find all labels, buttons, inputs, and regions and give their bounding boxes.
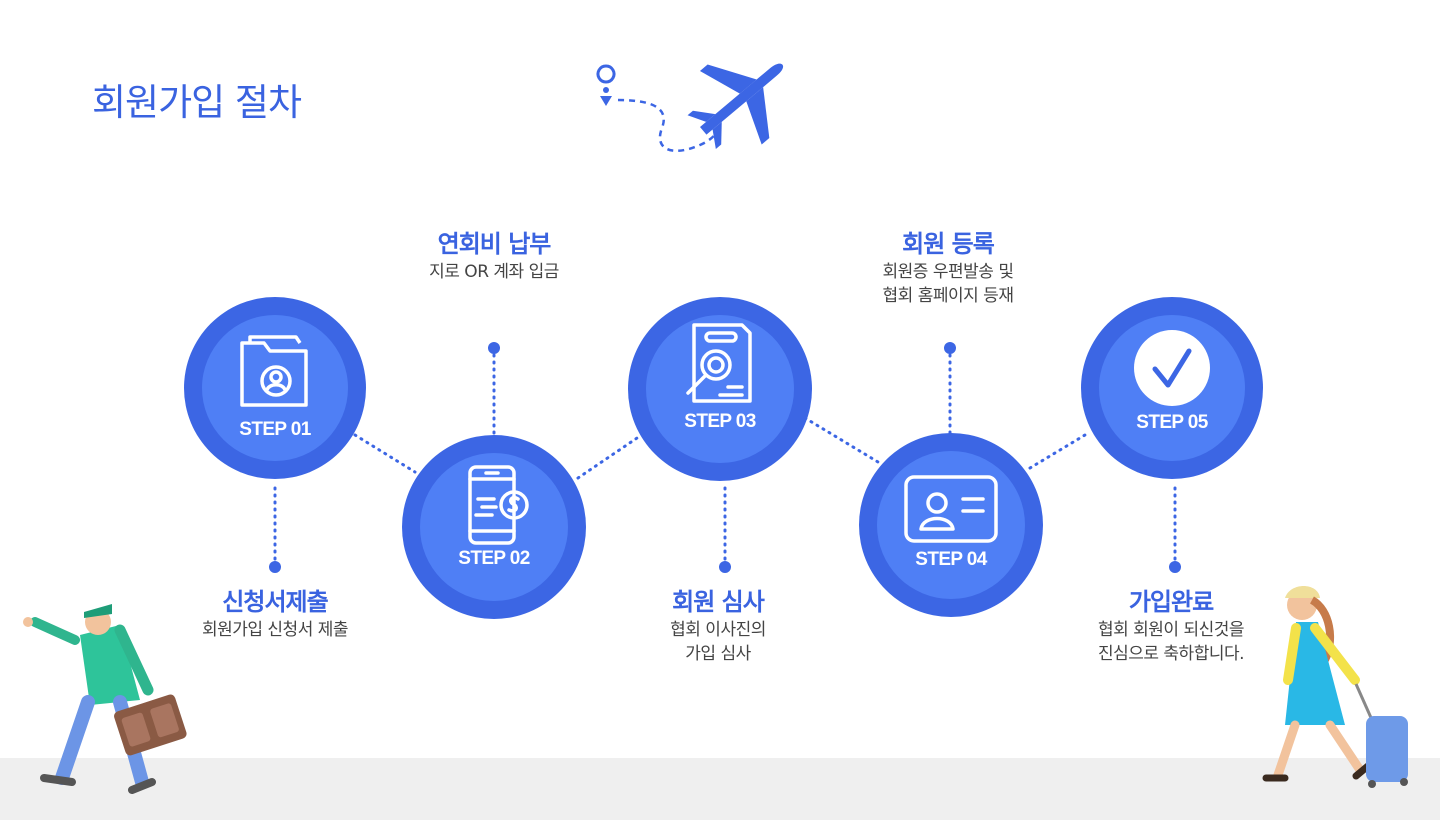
document-search-icon xyxy=(686,323,752,403)
mobile-payment-icon xyxy=(468,465,529,545)
step-connectors xyxy=(273,346,1177,567)
step-description: 회원증 우편발송 및 협회 홈페이지 등재 xyxy=(882,262,1014,306)
step-label: STEP 02 xyxy=(458,548,530,569)
step-heading: 연회비 납부 xyxy=(437,230,552,258)
step-01-caption: 신청서제출 회원가입 신청서 제출 xyxy=(125,586,425,642)
step-description: 협회 이사진의 가입 심사 xyxy=(670,620,766,664)
airplane-route-icon xyxy=(596,63,784,153)
step-02-caption: 연회비 납부 지로 OR 계좌 입금 xyxy=(344,228,644,284)
step-02-circle[interactable]: STEP 02 xyxy=(402,435,586,619)
page-title: 회원가입 절차 xyxy=(92,81,302,124)
step-03-caption: 회원 심사 협회 이사진의 가입 심사 xyxy=(568,586,868,666)
step-05-caption: 가입완료 협회 회원이 되신것을 진심으로 축하합니다. xyxy=(1021,586,1321,666)
checkmark-icon xyxy=(1134,330,1210,406)
step-05-circle[interactable]: STEP 05 xyxy=(1081,297,1263,479)
step-heading: 신청서제출 xyxy=(222,588,328,616)
step-description: 협회 회원이 되신것을 진심으로 축하합니다. xyxy=(1097,620,1245,664)
connector-dots xyxy=(269,342,1181,573)
traveller-man-illustration xyxy=(23,604,187,794)
step-description: 회원가입 신청서 제출 xyxy=(201,620,349,640)
step-label: STEP 01 xyxy=(239,419,311,440)
airplane-icon xyxy=(687,63,784,149)
step-04-caption: 회원 등록 회원증 우편발송 및 협회 홈페이지 등재 xyxy=(798,228,1098,308)
step-04-circle[interactable]: STEP 04 xyxy=(859,433,1043,617)
folder-profile-icon xyxy=(240,335,308,407)
step-label: STEP 03 xyxy=(684,411,756,432)
step-heading: 가입완료 xyxy=(1128,588,1214,616)
step-label: STEP 04 xyxy=(915,549,987,570)
traveller-woman-illustration xyxy=(1262,586,1408,788)
step-label: STEP 05 xyxy=(1136,412,1208,433)
id-card-icon xyxy=(904,475,998,543)
step-01-circle[interactable]: STEP 01 xyxy=(184,297,366,479)
step-heading: 회원 심사 xyxy=(672,588,765,616)
step-heading: 회원 등록 xyxy=(902,230,995,258)
step-description: 지로 OR 계좌 입금 xyxy=(429,262,559,282)
floor-band xyxy=(0,758,1440,820)
step-03-circle[interactable]: STEP 03 xyxy=(628,297,812,481)
